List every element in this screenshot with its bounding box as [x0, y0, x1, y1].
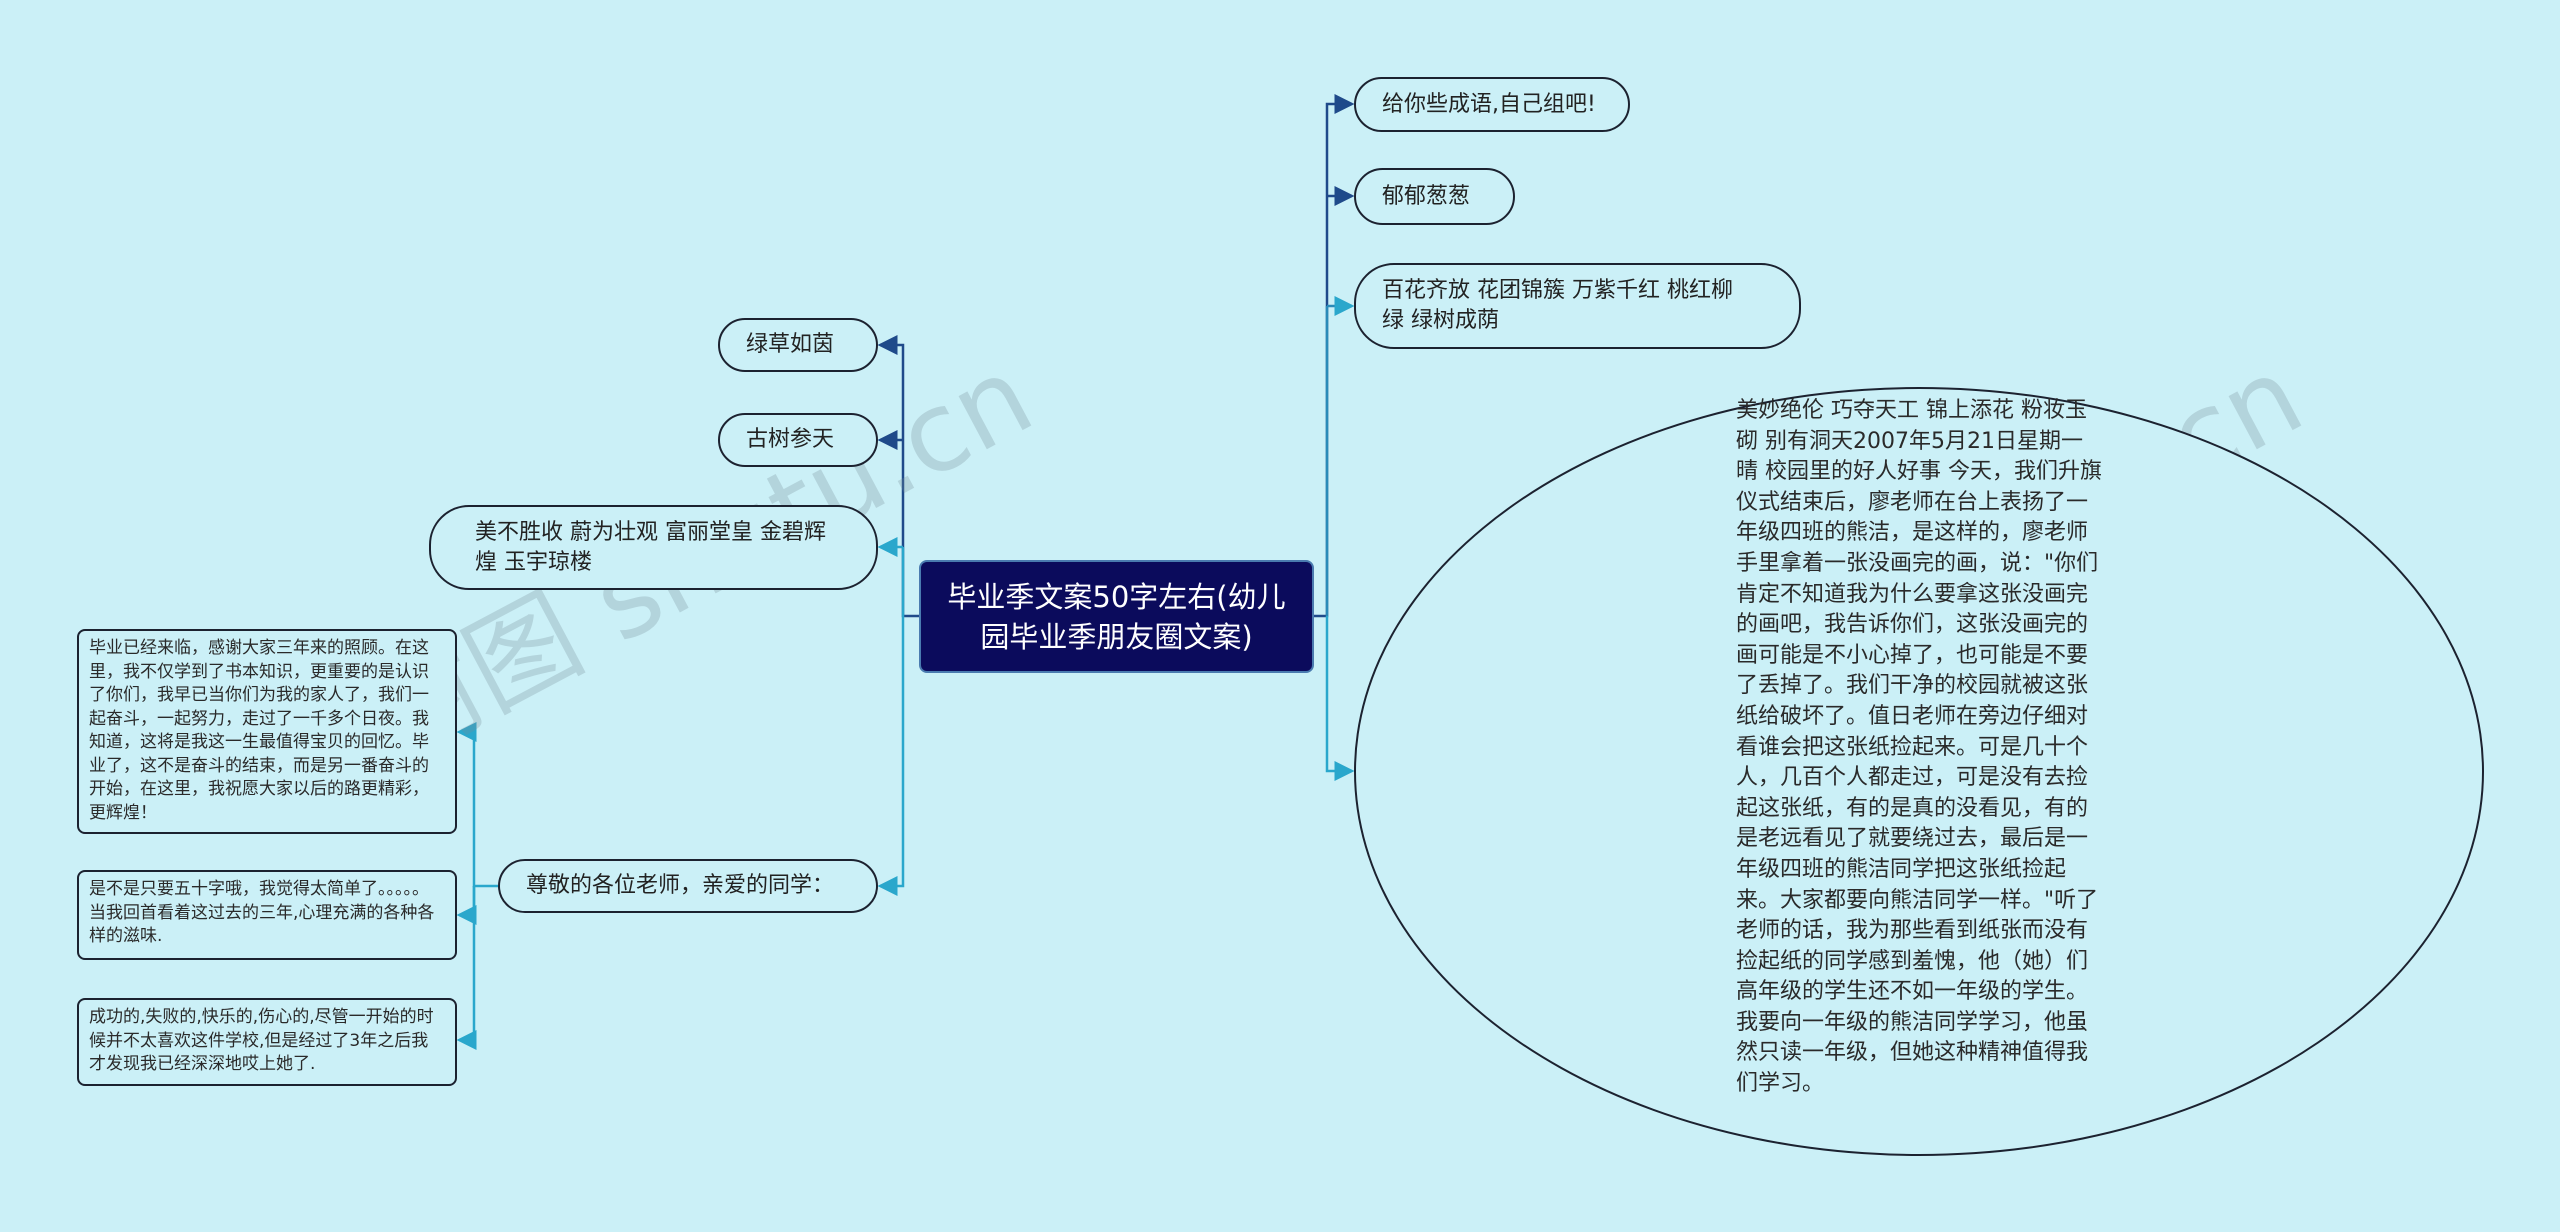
subtopic-farewell-text[interactable]: 毕业已经来临，感谢大家三年来的照顾。在这里，我不仅学到了书本知识，更重要的是认识…: [77, 629, 457, 834]
central-topic-label: 毕业季文案50字左右(幼儿园毕业季朋友圈文案): [947, 579, 1286, 654]
topic-greeting[interactable]: 尊敬的各位老师，亲爱的同学：: [498, 859, 878, 913]
topic-label: 尊敬的各位老师，亲爱的同学：: [526, 873, 835, 898]
subtopic-label: 毕业已经来临，感谢大家三年来的照顾。在这里，我不仅学到了书本知识，更重要的是认识…: [89, 638, 429, 823]
topic-lvcaoruyin[interactable]: 绿草如茵: [718, 318, 878, 372]
topic-flower-idioms[interactable]: 百花齐放 花团锦簇 万紫千红 桃红柳绿 绿树成荫: [1354, 263, 1801, 349]
topic-label: 美不胜收 蔚为壮观 富丽堂皇 金碧辉煌 玉宇琼楼: [475, 519, 826, 575]
subtopic-fifty-words-text[interactable]: 是不是只要五十字哦，我觉得太简单了。。。。。当我回首看着这过去的三年,心理充满的…: [77, 870, 457, 960]
subtopic-label: 成功的,失败的,快乐的,伤心的,尽管一开始的时候并不太喜欢这件学校,但是经过了3…: [89, 1007, 434, 1074]
topic-scenery-idioms[interactable]: 美不胜收 蔚为壮观 富丽堂皇 金碧辉煌 玉宇琼楼: [429, 505, 878, 590]
topic-diary-ellipse[interactable]: [1354, 387, 2484, 1156]
topic-label: 郁郁葱葱: [1382, 183, 1471, 209]
topic-label: 古树参天: [746, 427, 835, 452]
subtopic-success-text[interactable]: 成功的,失败的,快乐的,伤心的,尽管一开始的时候并不太喜欢这件学校,但是经过了3…: [77, 998, 457, 1086]
topic-diary-text: 美妙绝伦 巧夺天工 锦上添花 粉妆玉砌 别有洞天2007年5月21日星期一 晴 …: [1736, 398, 2102, 1097]
central-topic[interactable]: 毕业季文案50字左右(幼儿园毕业季朋友圈文案): [919, 560, 1314, 673]
topic-label: 百花齐放 花团锦簇 万紫千红 桃红柳绿 绿树成荫: [1382, 278, 1733, 333]
topic-label: 给你些成语,自己组吧!: [1382, 91, 1596, 117]
topic-yuyucongcong[interactable]: 郁郁葱葱: [1354, 168, 1515, 225]
subtopic-label: 是不是只要五十字哦，我觉得太简单了。。。。。当我回首看着这过去的三年,心理充满的…: [89, 879, 435, 946]
topic-gushucantian[interactable]: 古树参天: [718, 413, 878, 467]
topic-idiom-hint[interactable]: 给你些成语,自己组吧!: [1354, 77, 1630, 132]
topic-label: 绿草如茵: [746, 332, 835, 357]
